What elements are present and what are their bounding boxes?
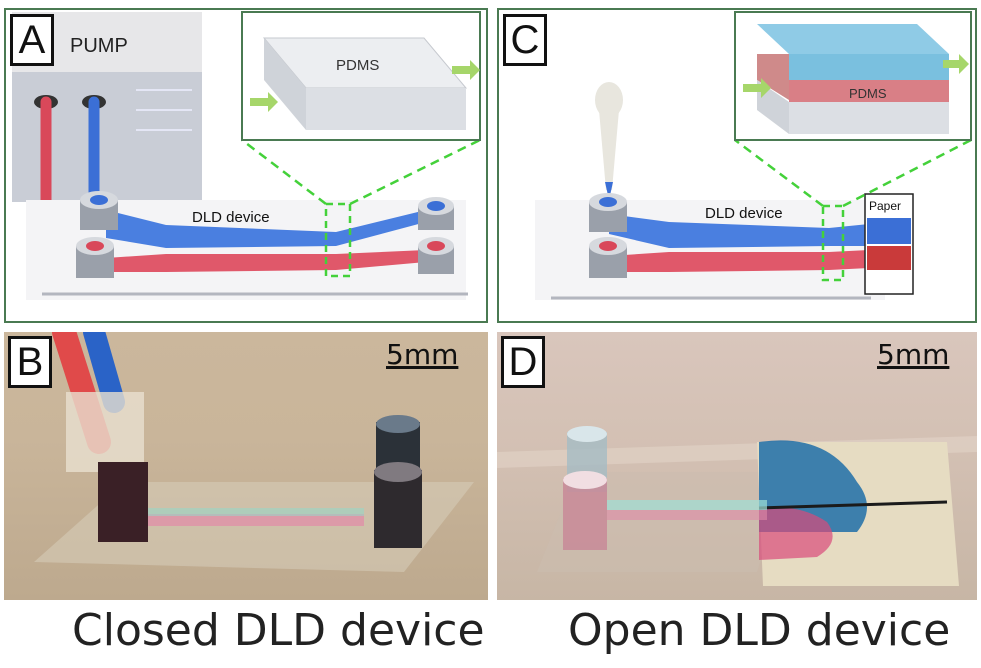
photo-open-device: [497, 426, 977, 586]
inlet-blue: [80, 191, 118, 230]
device-label: DLD device: [192, 209, 270, 226]
arrow-out-icon: [452, 60, 480, 80]
connector: [66, 392, 144, 472]
red-stain: [759, 507, 833, 560]
scale-label: 5mm: [386, 338, 459, 371]
panel-label-d: D: [501, 336, 545, 388]
red-channel: [106, 250, 426, 272]
arrow-in-icon: [743, 78, 771, 98]
zoom-region: [821, 204, 845, 282]
inlet-blue: [589, 193, 627, 232]
channel-stream: [607, 500, 767, 510]
panel-b: B 5mm: [4, 332, 488, 600]
photo-closed-device: [34, 332, 474, 572]
inlet-red: [589, 237, 627, 278]
inlet-red: [563, 478, 607, 550]
inlet-reservoir: [98, 462, 148, 542]
channel-stream: [114, 514, 364, 526]
scale-label: 5mm: [877, 338, 950, 371]
scale-bar: 5mm: [386, 338, 458, 371]
outlet-red: [418, 237, 454, 274]
paper: Paper: [864, 193, 914, 295]
outlet-blue: [418, 197, 454, 230]
caption-left: Closed DLD device: [72, 605, 485, 656]
paper-label: Paper: [869, 199, 901, 213]
pdms-chip: PDMS: [262, 37, 468, 130]
blue-channel: [106, 210, 426, 248]
panel-c: C DLD device Paper: [497, 8, 977, 323]
panel-label-c: C: [503, 14, 547, 66]
pipette-icon: [595, 82, 623, 200]
inlet-red: [76, 237, 114, 278]
pdms-chip-open: PDMS: [757, 24, 949, 134]
panel-c-diagram: DLD device Paper PDMS: [535, 11, 972, 300]
panel-a-diagram: PUMP: [12, 11, 481, 300]
zoom-region: [324, 202, 352, 278]
panel-a: A PUMP: [4, 8, 488, 323]
pdms-label: PDMS: [336, 57, 379, 74]
blue-tube: [83, 332, 125, 413]
red-channel: [609, 250, 869, 272]
panel-label-b: B: [8, 336, 52, 388]
device-label: DLD device: [705, 205, 783, 222]
panel-d: D 5mm: [497, 332, 977, 600]
pump-label: PUMP: [70, 35, 128, 57]
panel-label-a: A: [10, 14, 54, 66]
blue-channel: [609, 214, 869, 248]
arrow-out-icon: [943, 54, 969, 74]
caption-right: Open DLD device: [568, 605, 951, 656]
pdms-label: PDMS: [849, 86, 887, 101]
arrow-in-icon: [250, 92, 278, 112]
outlet-bottom: [374, 470, 422, 548]
scale-bar: 5mm: [877, 338, 949, 371]
